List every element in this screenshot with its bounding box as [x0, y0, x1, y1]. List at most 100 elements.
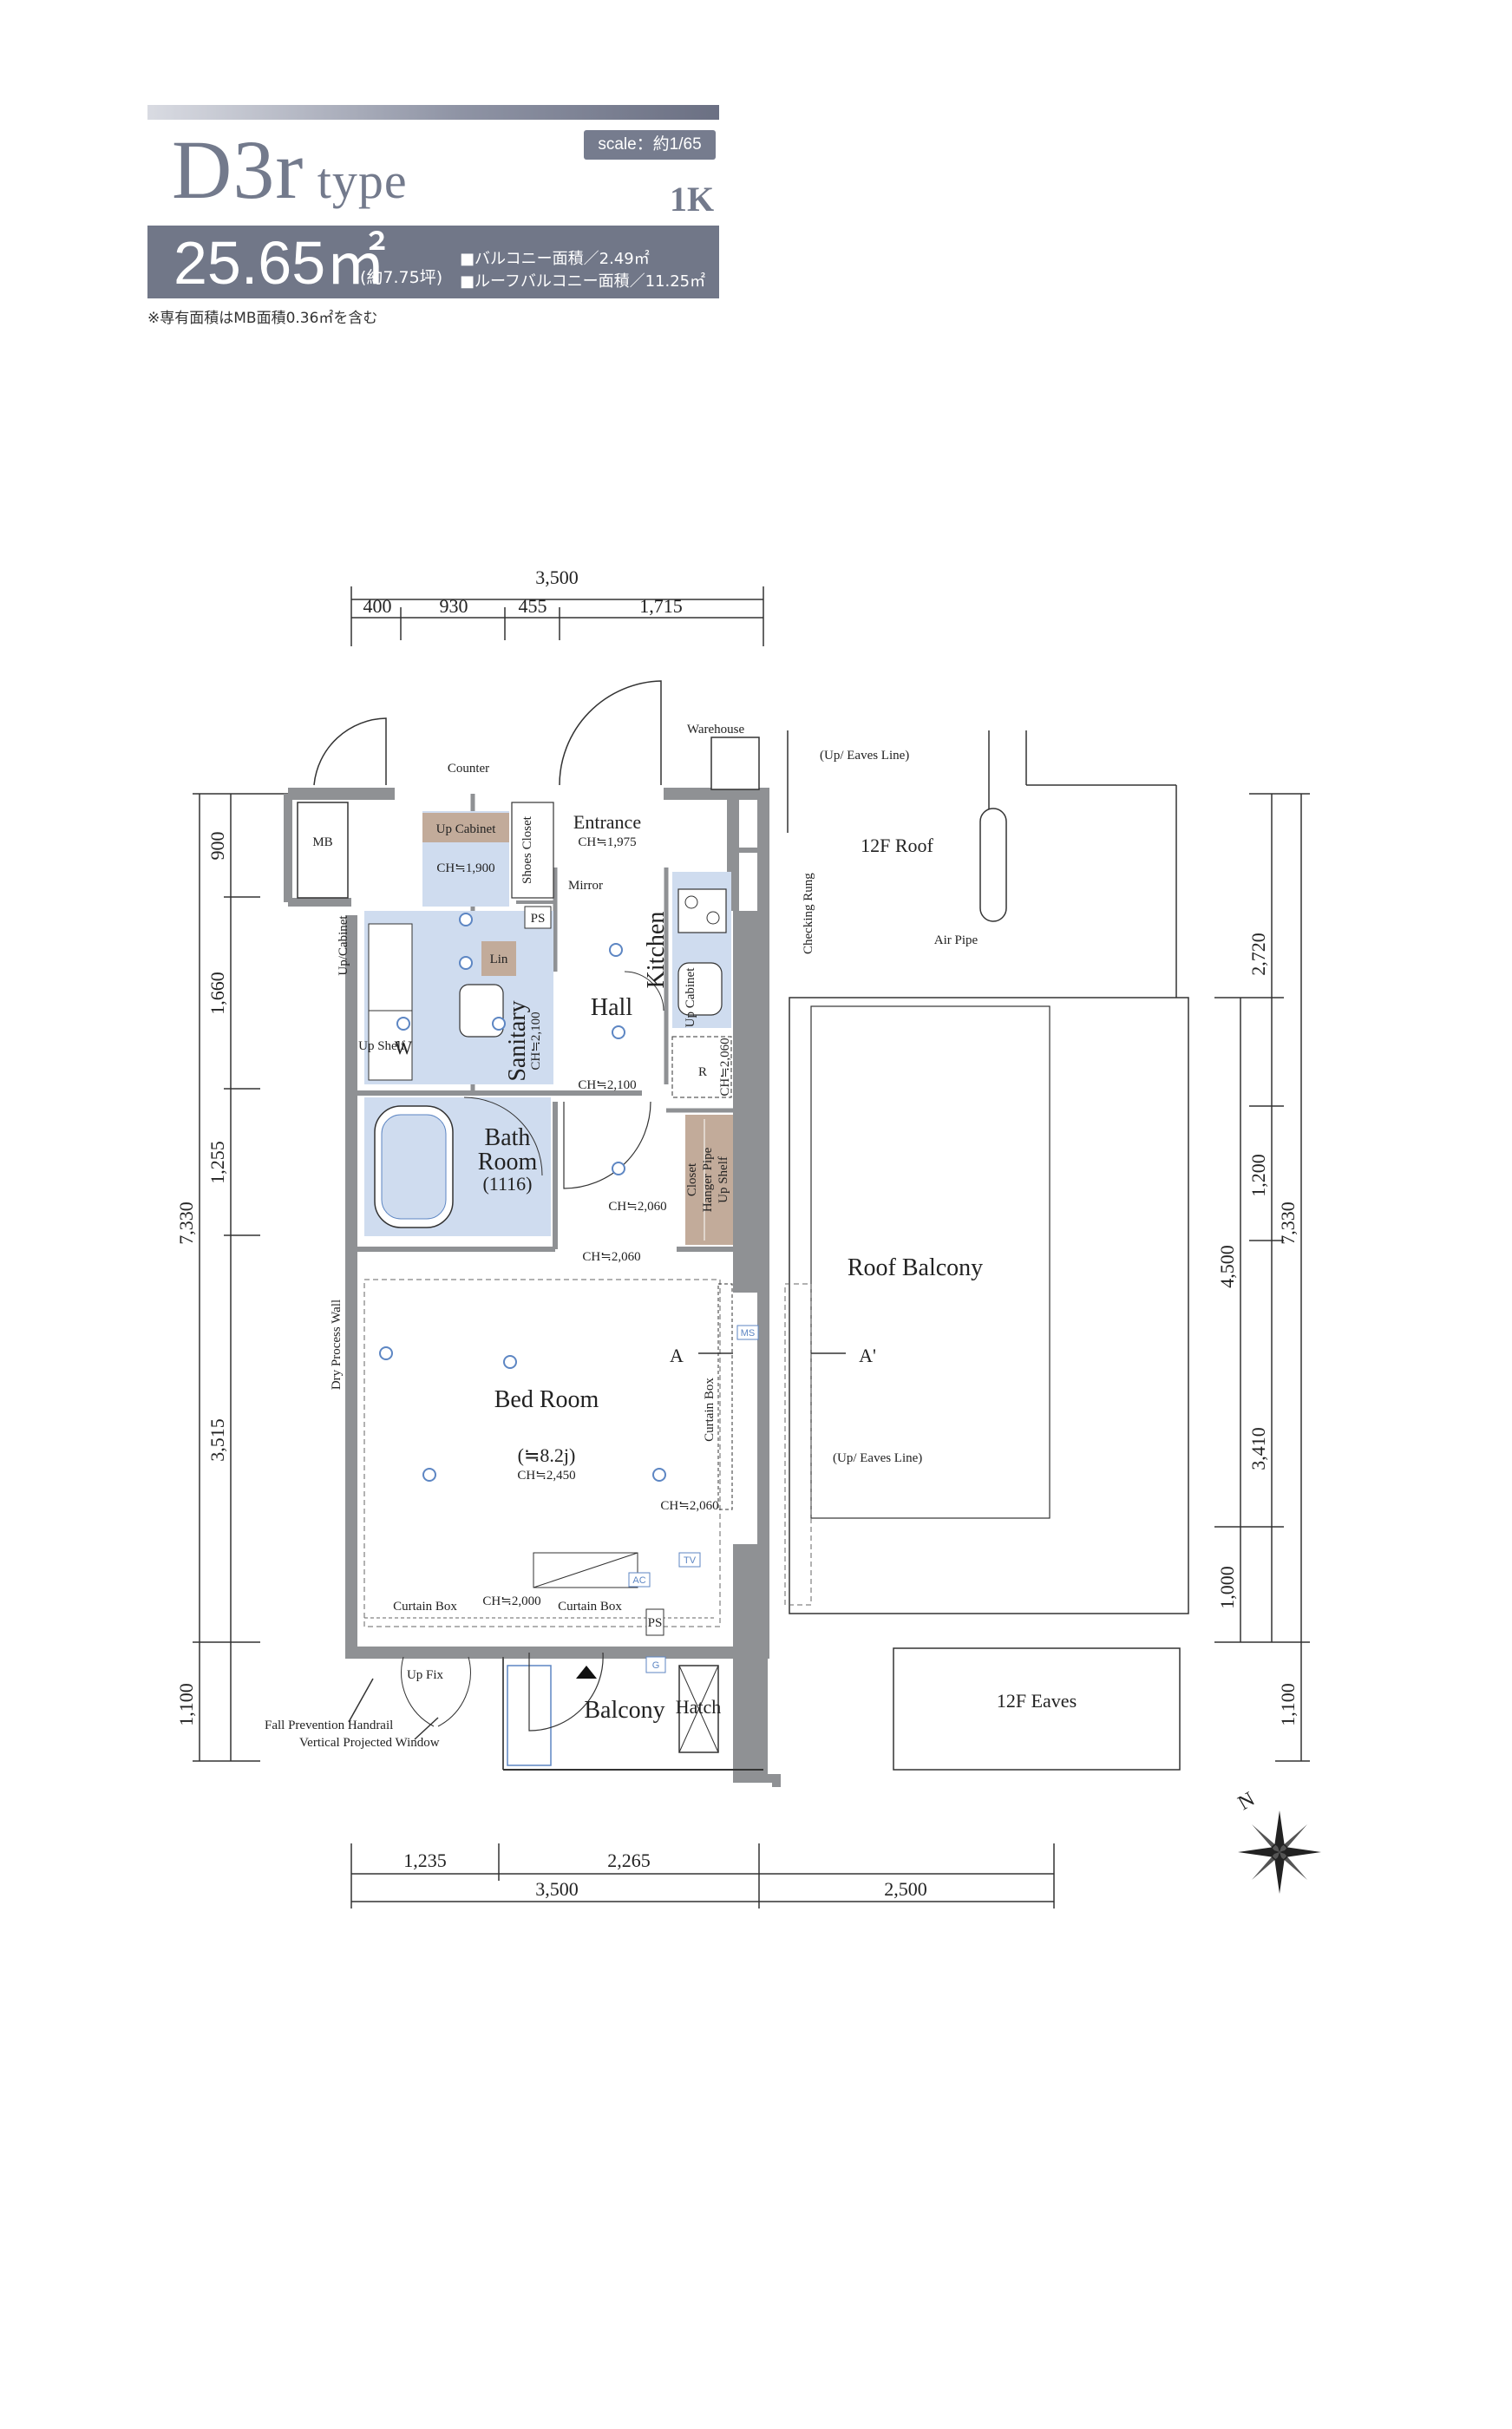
tv-outlet-label: TV: [684, 1555, 697, 1566]
hall-area: Hall CH≒2,100 CH≒2,060 CH≒2,060: [563, 971, 667, 1264]
floor-area-tsubo: (約7.75坪): [360, 268, 443, 287]
plan-type-suffix: type: [304, 153, 408, 209]
dim-left-2: 1,660: [206, 972, 228, 1015]
ch-2100-sanitary: CH≒2,100: [529, 1012, 543, 1070]
up-cabinet-sanitary: [422, 813, 509, 842]
floor-area: 25.65㎡: [173, 229, 387, 297]
up-fix-label: Up Fix: [407, 1668, 444, 1682]
warehouse-label: Warehouse: [687, 723, 745, 737]
vertical-window-label: Vertical Projected Window: [299, 1736, 440, 1750]
roof-12f-label: 12F Roof: [861, 835, 933, 856]
balcony-label: Balcony: [584, 1697, 664, 1724]
entrance-door: [559, 680, 662, 786]
hall-label: Hall: [591, 994, 632, 1021]
dim-top-1: 400: [363, 595, 392, 617]
dim-bottom-total: 3,500: [535, 1878, 579, 1900]
bath-size-label: (1116): [482, 1173, 532, 1195]
north-compass-icon: N: [1234, 1788, 1321, 1894]
plan-type-main: D3r: [172, 123, 304, 216]
dry-process-wall-label: Dry Process Wall: [330, 1300, 344, 1390]
mirror-label: Mirror: [568, 879, 603, 893]
entrance-area: Shoes Closet Entrance CH≒1,975 Mirror PS: [511, 802, 641, 929]
counter-label: Counter: [448, 762, 489, 776]
warehouse: Warehouse: [687, 723, 760, 790]
dim-right-inner-3: 3,410: [1247, 1427, 1269, 1470]
dim-left-1: 900: [206, 832, 228, 861]
up-shelf-closet-label: Up Shelf: [717, 1156, 730, 1203]
mb-label: MB: [312, 835, 332, 849]
entrance-label: Entrance: [573, 811, 641, 833]
dim-top-4: 1,715: [639, 595, 683, 617]
dim-left-4: 3,515: [206, 1418, 228, 1462]
dim-right-inner-total: 4,500: [1216, 1245, 1238, 1288]
header-accent-bar: [147, 105, 719, 120]
bed-room-label: Bed Room: [494, 1386, 599, 1413]
balcony-area-info: ■バルコニー面積／2.49㎡ ■ルーフバルコニー面積／11.25㎡: [460, 248, 705, 293]
roof-area: 12F Roof Air Pipe Roof Balcony 12F Eaves…: [784, 730, 1189, 1771]
area-bar: 25.65㎡ (約7.75坪) ■バルコニー面積／2.49㎡ ■ルーフバルコニー…: [147, 226, 719, 298]
sink-icon: [677, 962, 723, 1016]
roof-balcony-label: Roof Balcony: [848, 1254, 983, 1281]
dim-left-total: 7,330: [175, 1201, 197, 1245]
gas-outlet-label: G: [652, 1660, 660, 1671]
bottom-dimensions: 1,235 2,265 3,500 2,500: [350, 1843, 1055, 1908]
dim-bottom-right: 2,500: [884, 1878, 927, 1900]
outlet-icons: TV AC MS G: [628, 1325, 759, 1673]
fridge-label: R: [698, 1065, 707, 1079]
bath-room-label-2: Room: [478, 1149, 538, 1175]
area-note: ※専有面積はMB面積0.36㎡を含む: [147, 310, 378, 327]
scale-badge: scale：約1/65: [584, 130, 716, 160]
eaves-12f-label: 12F Eaves: [997, 1690, 1077, 1712]
bath-room: Bath Room (1116): [364, 1097, 551, 1236]
curtain-box-left-label: Curtain Box: [393, 1600, 457, 1614]
dim-bottom-2: 2,265: [607, 1850, 651, 1871]
dim-top-2: 930: [440, 595, 468, 617]
up-cabinet-left-label: Up/Cabinet: [337, 915, 350, 976]
right-dimensions: 4,500 1,000 2,720 1,200 3,410 7,330 1,10…: [1214, 793, 1310, 1762]
ceiling-light-fixtures: [379, 913, 666, 1482]
plan-header: D3r type scale：約1/65 1K 25.65㎡ (約7.75坪) …: [0, 0, 1512, 347]
kitchen-label: Kitchen: [643, 912, 670, 989]
stove-icon: [677, 888, 727, 933]
air-pipe-label: Air Pipe: [934, 933, 979, 947]
dim-right-inner-1: 2,720: [1247, 933, 1269, 976]
ps-label: PS: [531, 912, 546, 926]
washer-label: W: [395, 1037, 413, 1058]
svg-text:N: N: [1234, 1788, 1259, 1815]
ch-1975: CH≒1,975: [578, 835, 636, 849]
linen-label: Lin: [490, 953, 508, 966]
bed-room: Bed Room (≒8.2j) CH≒2,450 CH≒2,060 Curta…: [330, 1279, 876, 1636]
up-shelf-label: Up Shelf: [358, 1039, 405, 1053]
curtain-box-right-label: Curtain Box: [558, 1600, 622, 1614]
dim-top-total: 3,500: [535, 566, 579, 588]
curtain-box-label: Curtain Box: [703, 1378, 717, 1442]
up-cabinet-label: Up Cabinet: [436, 822, 497, 836]
up-eaves-mid-label: (Up/ Eaves Line): [833, 1451, 922, 1465]
ch-2450: CH≒2,450: [517, 1469, 575, 1483]
hatch-label: Hatch: [676, 1696, 722, 1718]
ac-outlet-label: AC: [632, 1575, 645, 1586]
dim-right-inner-2: 1,200: [1247, 1154, 1269, 1197]
bed-size-label: (≒8.2j): [518, 1444, 576, 1466]
ps-bottom-label: PS: [648, 1616, 663, 1630]
ms-outlet-label: MS: [741, 1328, 756, 1339]
ch-2060-bath: CH≒2,060: [582, 1250, 640, 1264]
closet-area: Closet Hanger Pipe Up Shelf: [685, 1115, 733, 1245]
dim-right-outer-total: 7,330: [1277, 1201, 1299, 1245]
roof-balcony-area: ■ルーフバルコニー面積／11.25㎡: [460, 272, 706, 291]
fall-prevention-label: Fall Prevention Handrail: [265, 1719, 393, 1732]
balcony-area: ■バルコニー面積／2.49㎡: [460, 250, 650, 268]
ch-2060-kitchen: CH≒2,060: [718, 1038, 732, 1096]
air-pipe-icon: [979, 808, 1007, 922]
bath-room-label: Bath: [485, 1124, 531, 1151]
up-cabinet-kitchen-label: Up Cabinet: [684, 967, 697, 1028]
dim-left-5: 1,100: [175, 1683, 197, 1726]
dim-bottom-1: 1,235: [403, 1850, 447, 1871]
plan-type-title: D3r type: [172, 128, 408, 212]
kitchen-area: Kitchen Up Cabinet R CH≒2,060: [643, 872, 732, 1098]
unit-walls: [284, 788, 781, 1787]
dim-right-outer-2: 1,100: [1277, 1683, 1299, 1726]
ch-2060-hall: CH≒2,060: [608, 1200, 666, 1214]
ch-2060-bed: CH≒2,060: [660, 1499, 718, 1513]
